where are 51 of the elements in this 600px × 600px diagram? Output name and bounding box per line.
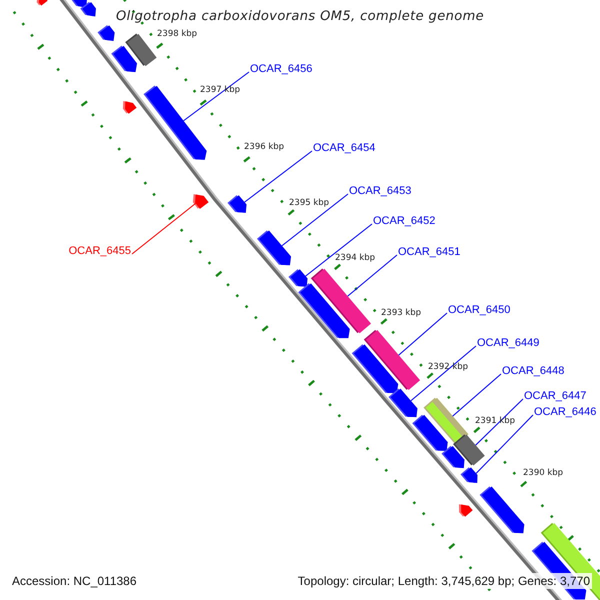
gene-feature [388,388,418,418]
leader-line [305,224,372,277]
tick-label: 2393 kbp [381,308,422,318]
gene-feature [36,0,48,6]
tick-label: 2395 kbp [289,198,330,208]
gene-label: OCAR_6455 [68,245,131,258]
gene-label: OCAR_6453 [349,185,412,198]
gene-feature [480,486,524,534]
gene-feature [122,100,137,114]
gene-label: OCAR_6456 [250,63,312,76]
tick-label: 2392 kbp [428,362,468,372]
gene-feature [111,46,138,72]
gene-feature [288,269,308,287]
gene-label: OCAR_6454 [313,142,376,155]
footer-text: Topology: circular; Length: 3,745,629 bp; Genes: 3,770 [296,573,592,589]
map-title: Oligotropha carboxidovorans OM5, complete genome [116,9,484,25]
tick-label: 2397 kbp [200,85,240,95]
gene-feature [460,467,478,484]
tick-label: 2390 kbp [523,468,564,478]
leader-line [410,346,476,402]
leader-line [244,150,312,203]
tick-label: 2391 kbp [475,416,516,426]
gene-feature [256,230,292,266]
gene-feature [80,2,96,17]
leader-line [132,202,196,254]
gene-feature [192,194,209,209]
gene-feature [412,414,448,451]
leader-line [476,414,534,474]
gene-feature [352,344,398,394]
gene-label: OCAR_6447 [524,390,586,403]
gene-feature [442,446,464,468]
gene-label: OCAR_6446 [534,406,596,419]
gene-feature [298,283,350,338]
gene-label: OCAR_6449 [477,337,540,350]
gene-feature [227,195,247,213]
footer-text: Accession: NC_011386 [10,573,139,589]
leader-line [183,72,250,122]
gene-feature [98,25,115,41]
gene-label: OCAR_6448 [502,365,564,378]
gene-label: OCAR_6452 [373,215,436,228]
tick-label: 2398 kbp [157,29,198,39]
tick-label: 2394 kbp [335,253,376,263]
gene-label: OCAR_6451 [398,246,460,259]
leader-line [475,398,524,446]
leader-line [452,374,502,417]
leader-line [281,194,348,246]
tick-label: 2396 kbp [244,142,284,152]
leader-line [347,254,398,297]
gene-label: OCAR_6450 [448,304,510,317]
leader-line [398,312,448,356]
gene-feature [458,504,473,517]
